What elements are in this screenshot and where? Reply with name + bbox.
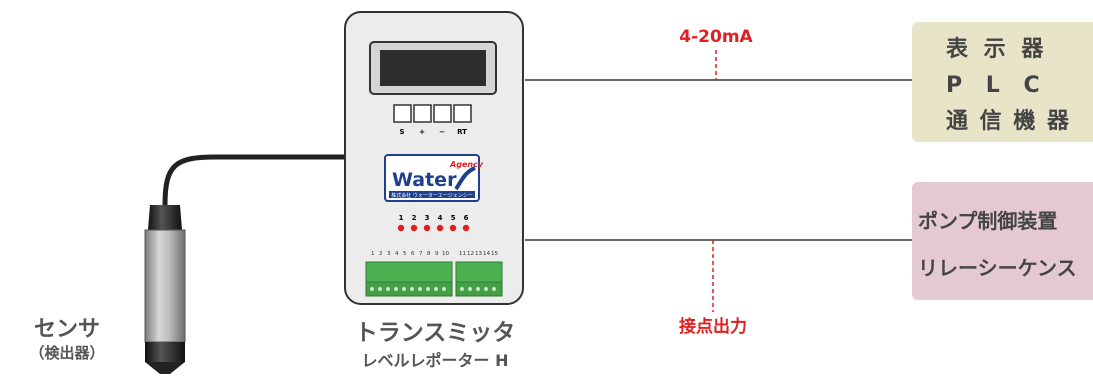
logo-company-text: 株式会社 ウォーターエージェンシー <box>391 192 473 199</box>
svg-text:3: 3 <box>387 251 391 257</box>
svg-text:6: 6 <box>411 251 415 257</box>
transmitter-label: トランスミッタ <box>355 320 516 346</box>
svg-text:5: 5 <box>403 251 407 257</box>
button-rt <box>453 104 472 123</box>
svg-text:1: 1 <box>371 251 375 257</box>
button-label: − <box>439 128 445 136</box>
sensor-label: センサ <box>34 317 100 342</box>
svg-text:12: 12 <box>467 251 474 257</box>
svg-text:15: 15 <box>491 251 498 257</box>
water-agency-logo <box>384 154 480 202</box>
button-s <box>393 104 412 123</box>
svg-text:2: 2 <box>379 251 383 257</box>
display-box-line: 表 示 器 <box>946 37 1047 62</box>
button-plus <box>413 104 432 123</box>
transmitter-sublabel: レベルレポーター H <box>362 351 509 370</box>
led-indicator <box>410 224 418 232</box>
transmitter-device: S + − RT Agency Water 株式会社 ウォーターエージェンシー … <box>344 11 524 305</box>
display-box-line: P L C <box>946 73 1048 98</box>
led-indicator <box>423 224 431 232</box>
led-label: 5 <box>451 214 456 222</box>
analog-signal-label: 4-20mA <box>679 27 753 47</box>
pump-box-line: ポンプ制御装置 <box>918 209 1057 233</box>
led-label: 6 <box>464 214 469 222</box>
svg-text:8: 8 <box>427 251 431 257</box>
led-row: 1 2 3 4 5 6 <box>397 214 470 232</box>
svg-text:13: 13 <box>475 251 482 257</box>
terminal-block-right <box>455 261 503 297</box>
button-minus <box>433 104 452 123</box>
terminal-block-left <box>365 261 453 297</box>
led-indicator <box>397 224 405 232</box>
led-indicator <box>462 224 470 232</box>
led-indicator <box>449 224 457 232</box>
contact-output-label: 接点出力 <box>679 316 747 337</box>
svg-text:7: 7 <box>419 251 423 257</box>
led-indicator <box>436 224 444 232</box>
display-plc-box: 表 示 器 P L C 通 信 機 器 <box>912 22 1093 142</box>
sensor-cable <box>162 154 345 206</box>
pump-box-line: リレーシーケンス <box>918 256 1077 280</box>
terminal-number-row: 1 2 3 4 5 6 7 8 9 10 11 12 13 14 15 <box>371 251 498 257</box>
sensor-probe <box>144 205 186 374</box>
svg-text:14: 14 <box>483 251 490 257</box>
led-label: 2 <box>412 214 417 222</box>
display-box-line: 通 信 機 器 <box>946 108 1071 134</box>
button-label: S <box>399 128 404 136</box>
led-label: 3 <box>425 214 430 222</box>
logo-agency-text: Agency <box>449 160 484 169</box>
button-label: RT <box>457 128 467 136</box>
logo-water-text: Water <box>392 169 457 191</box>
button-label: + <box>419 128 425 136</box>
svg-text:9: 9 <box>435 251 439 257</box>
led-label: 4 <box>438 214 443 222</box>
led-label: 1 <box>399 214 404 222</box>
svg-text:10: 10 <box>442 251 449 257</box>
svg-text:4: 4 <box>395 251 399 257</box>
sensor-sublabel: （検出器） <box>29 344 104 362</box>
pump-control-box: ポンプ制御装置 リレーシーケンス <box>912 182 1093 300</box>
svg-text:11: 11 <box>459 251 466 257</box>
